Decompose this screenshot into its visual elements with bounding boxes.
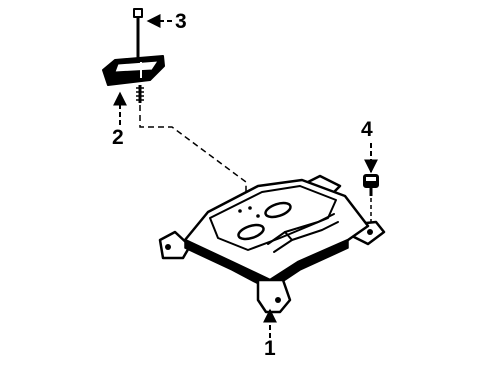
tray-body: [183, 178, 370, 282]
callout-label-3: 3: [175, 10, 187, 33]
leader-line: [139, 105, 247, 210]
battery-tray: [158, 174, 386, 314]
callout-label-1: 1: [264, 337, 276, 360]
callout-label-4: 4: [361, 118, 373, 141]
tray-foot-left: [158, 230, 192, 260]
callout-label-2: 2: [112, 126, 124, 149]
bolt-head: [133, 8, 143, 18]
tray-slot-rear: [264, 201, 292, 219]
hold-down-clamp: [102, 55, 165, 103]
nut: [363, 174, 379, 196]
tray-support-bracket: [256, 278, 292, 314]
bolt: [133, 8, 143, 62]
tray-slot-front: [237, 223, 265, 241]
